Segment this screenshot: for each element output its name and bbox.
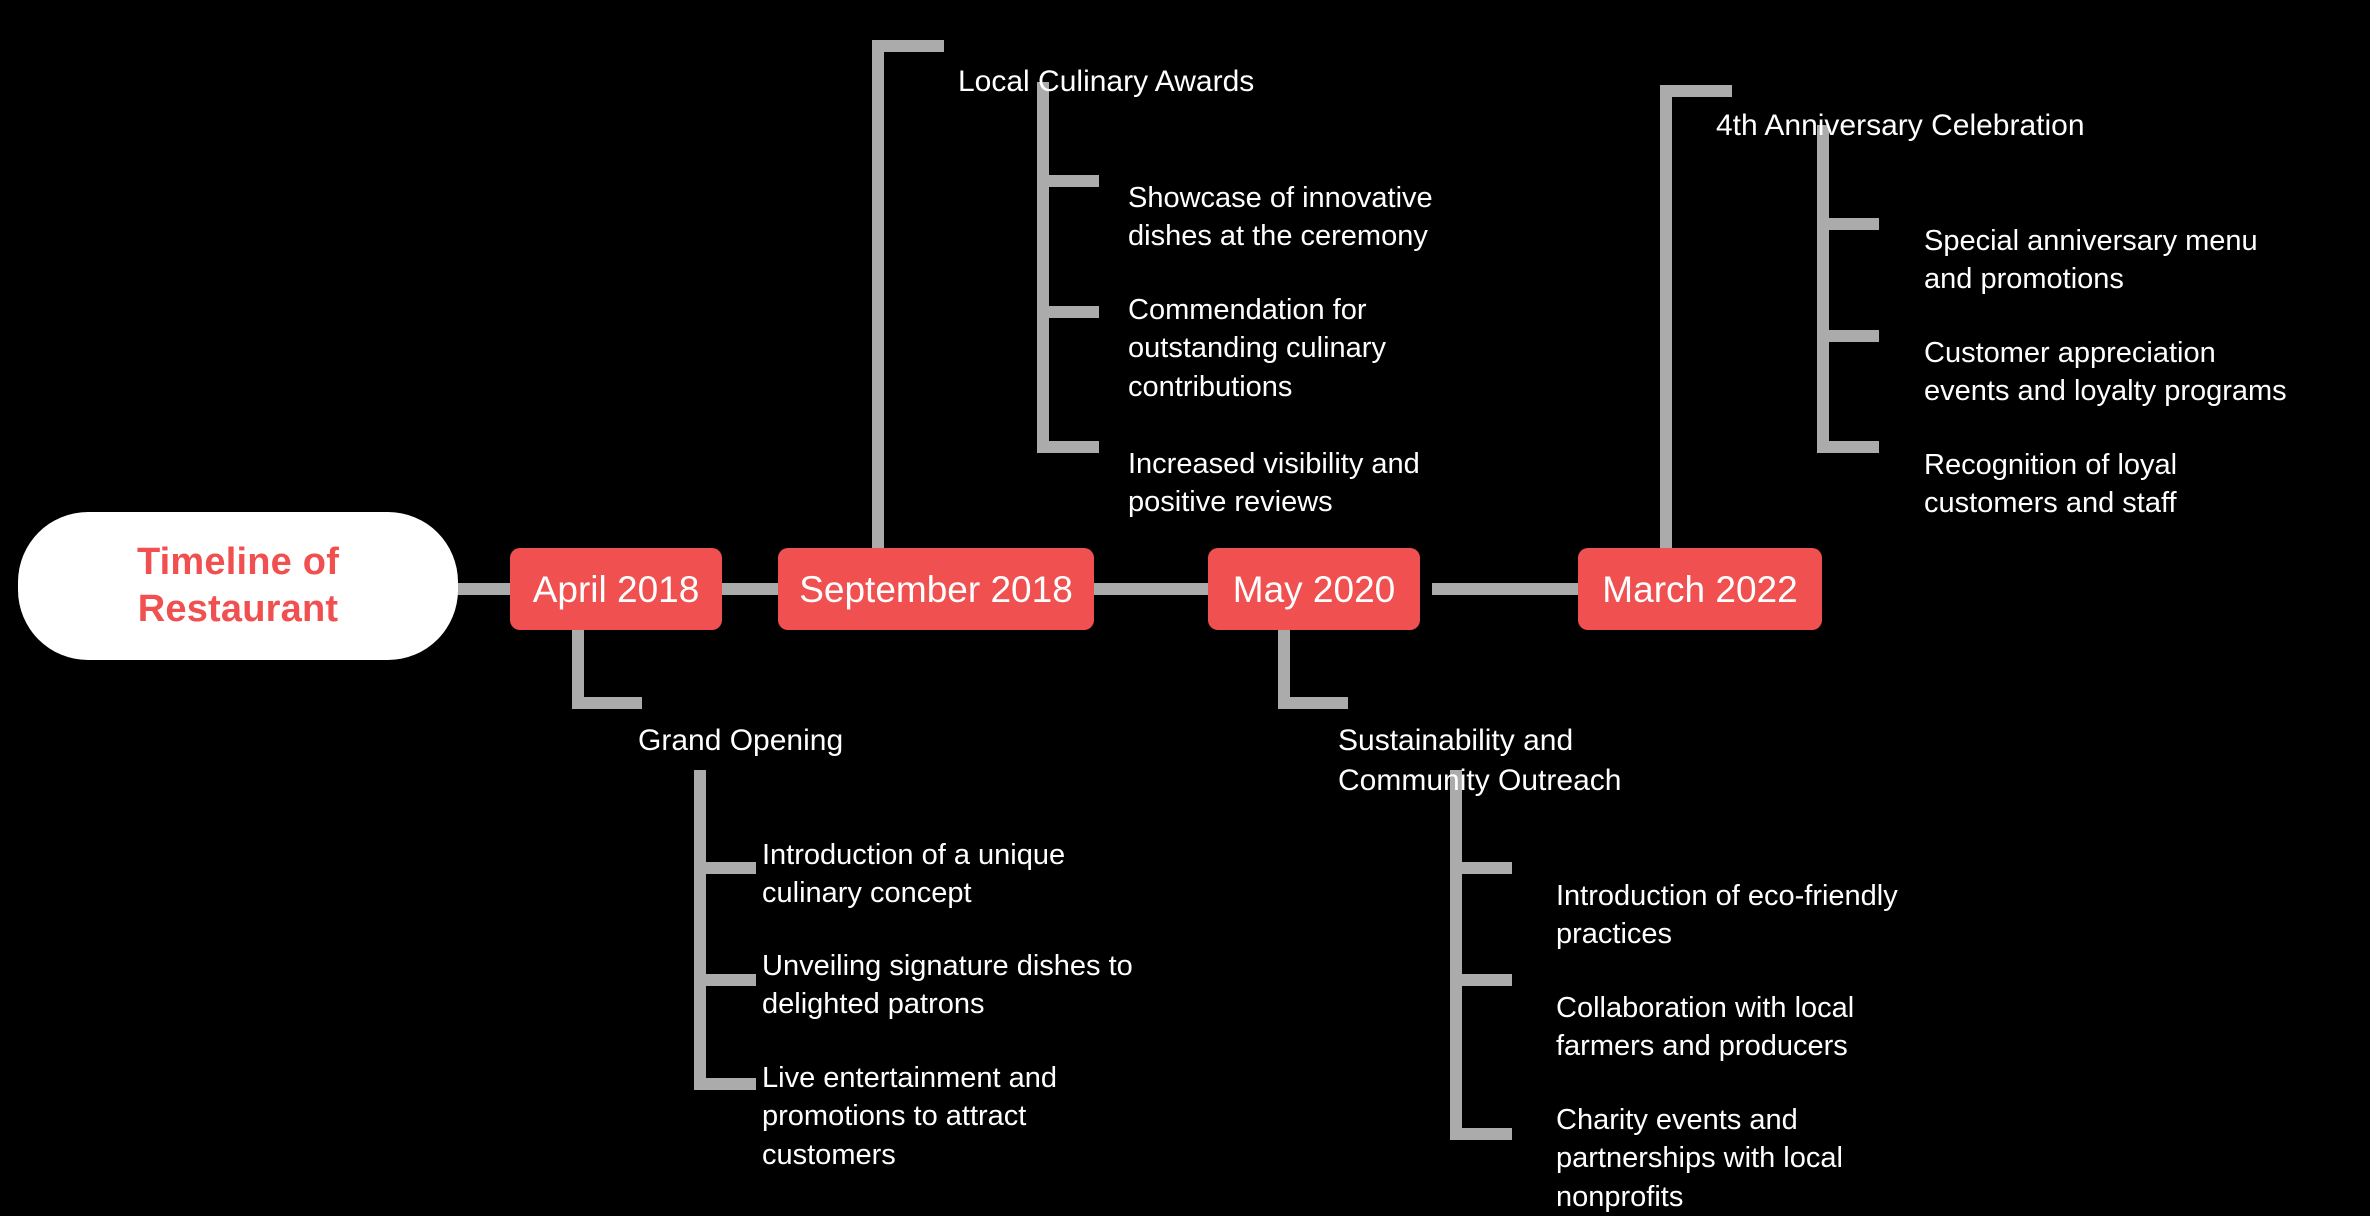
detail-text: Introduction of eco-friendly practices	[1556, 879, 1898, 951]
detail-text: Recognition of loyal customers and staff	[1924, 448, 2178, 520]
march-sub-spine	[1817, 125, 1829, 453]
detail-text: Customer appreciation events and loyalty…	[1924, 336, 2287, 408]
detail-label-march-2[interactable]: Customer appreciation events and loyalty…	[1924, 295, 2344, 411]
milestone-node-may-2020[interactable]: May 2020	[1208, 548, 1420, 630]
may-sub-stub-3	[1450, 1128, 1512, 1140]
detail-label-may-3[interactable]: Charity events and partnerships with loc…	[1556, 1062, 1956, 1216]
detail-label-september-3[interactable]: Increased visibility and positive review…	[1128, 406, 1548, 522]
march-sub-stub-3	[1817, 441, 1879, 453]
march-stem-elbow	[1660, 85, 1732, 97]
milestone-node-april-2018[interactable]: April 2018	[510, 548, 722, 630]
april-stem-vertical	[572, 625, 584, 709]
detail-label-april-1[interactable]: Introduction of a unique culinary concep…	[762, 797, 1182, 913]
milestone-date-label: April 2018	[532, 568, 700, 610]
trunk-april-to-september	[722, 583, 790, 595]
april-sub-spine	[694, 770, 706, 1090]
event-text: Grand Opening	[638, 723, 844, 757]
detail-label-march-1[interactable]: Special anniversary menu and promotions	[1924, 183, 2344, 299]
root-title-line-2: Restaurant	[137, 588, 339, 630]
root-node[interactable]: Timeline of Restaurant	[18, 512, 458, 660]
march-sub-stub-1	[1817, 218, 1879, 230]
september-sub-spine	[1037, 82, 1049, 453]
event-label-grand-opening[interactable]: Grand Opening	[638, 681, 843, 761]
may-sub-stub-2	[1450, 974, 1512, 986]
detail-label-september-1[interactable]: Showcase of innovative dishes at the cer…	[1128, 140, 1548, 256]
milestone-date-label: September 2018	[799, 568, 1073, 610]
event-label-local-culinary-awards[interactable]: Local Culinary Awards	[958, 22, 1254, 102]
detail-label-may-2[interactable]: Collaboration with local farmers and pro…	[1556, 950, 1956, 1066]
detail-label-april-2[interactable]: Unveiling signature dishes to delighted …	[762, 908, 1202, 1024]
march-sub-stub-2	[1817, 330, 1879, 342]
april-sub-stub-2	[694, 974, 756, 986]
event-text: Sustainability and Community Outreach	[1338, 723, 1622, 797]
detail-text: Special anniversary menu and promotions	[1924, 224, 2258, 296]
september-sub-stub-3	[1037, 441, 1099, 453]
september-sub-stub-1	[1037, 175, 1099, 187]
may-stem-elbow	[1278, 697, 1348, 709]
milestone-node-september-2018[interactable]: September 2018	[778, 548, 1094, 630]
trunk-root-to-april	[452, 583, 518, 595]
milestone-date-label: March 2022	[1602, 568, 1798, 610]
milestone-date-label: May 2020	[1232, 568, 1396, 610]
detail-text: Introduction of a unique culinary concep…	[762, 838, 1066, 910]
march-stem-vertical	[1660, 85, 1672, 565]
may-stem-vertical	[1278, 625, 1290, 709]
detail-text: Charity events and partnerships with loc…	[1556, 1103, 1843, 1213]
detail-text: Live entertainment and promotions to att…	[762, 1061, 1058, 1171]
milestone-node-march-2022[interactable]: March 2022	[1578, 548, 1822, 630]
may-sub-stub-1	[1450, 862, 1512, 874]
may-sub-spine	[1450, 770, 1462, 1140]
trunk-may-to-march	[1432, 583, 1588, 595]
event-text: 4th Anniversary Celebration	[1716, 108, 2085, 142]
september-stem-vertical	[872, 40, 884, 553]
detail-text: Commendation for outstanding culinary co…	[1128, 293, 1386, 403]
detail-text: Increased visibility and positive review…	[1128, 447, 1420, 519]
september-stem-elbow	[872, 40, 944, 52]
trunk-september-to-may	[1092, 583, 1218, 595]
detail-text: Unveiling signature dishes to delighted …	[762, 949, 1133, 1021]
detail-label-april-3[interactable]: Live entertainment and promotions to att…	[762, 1020, 1182, 1174]
detail-text: Collaboration with local farmers and pro…	[1556, 991, 1855, 1063]
detail-text: Showcase of innovative dishes at the cer…	[1128, 181, 1433, 253]
april-sub-stub-3	[694, 1078, 756, 1090]
april-sub-stub-1	[694, 862, 756, 874]
april-stem-elbow	[572, 697, 642, 709]
detail-label-september-2[interactable]: Commendation for outstanding culinary co…	[1128, 252, 1528, 406]
root-title-line-1: Timeline of	[136, 540, 340, 583]
september-sub-stub-2	[1037, 306, 1099, 318]
detail-label-may-1[interactable]: Introduction of eco-friendly practices	[1556, 838, 1976, 954]
event-label-sustainability-community-outreach[interactable]: Sustainability and Community Outreach	[1338, 681, 1678, 801]
event-text: Local Culinary Awards	[958, 64, 1255, 98]
detail-label-march-3[interactable]: Recognition of loyal customers and staff	[1924, 407, 2344, 523]
event-label-4th-anniversary-celebration[interactable]: 4th Anniversary Celebration	[1716, 66, 2085, 146]
